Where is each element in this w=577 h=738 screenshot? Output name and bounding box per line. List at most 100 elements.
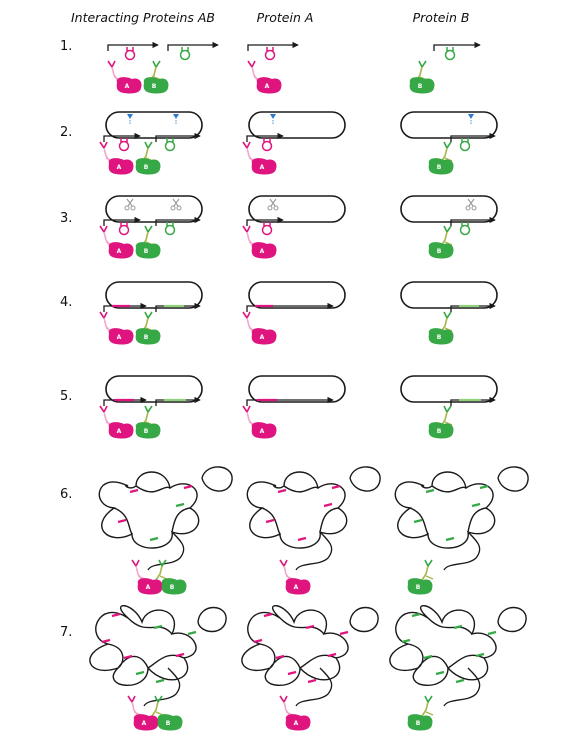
step-number-6: 6.	[60, 487, 72, 502]
protein-a-label: A	[125, 83, 130, 90]
nick-marker-icon	[173, 114, 179, 119]
protein-b-blob	[428, 158, 454, 175]
antibody-b-branch	[444, 157, 453, 162]
protein-b-blob	[135, 158, 161, 175]
protein-a-label: A	[117, 428, 122, 435]
antibody-b-stem	[421, 565, 429, 581]
hairpin-stem	[263, 222, 271, 226]
antibody-a-arms	[131, 559, 140, 568]
protein-a-label: A	[260, 428, 265, 435]
hairpin-loop	[459, 224, 471, 236]
hairpin-loop	[124, 49, 136, 61]
protein-b-label: B	[437, 428, 442, 435]
scissors-handle-icon	[170, 205, 176, 211]
product-mark	[101, 638, 111, 644]
protein-b-label: B	[144, 334, 149, 341]
antibody-b-arms	[443, 311, 452, 320]
dna-strand	[155, 132, 201, 142]
protein-a-label: A	[117, 248, 122, 255]
product-mark	[277, 488, 287, 494]
antibody-a-arms	[99, 141, 108, 150]
rolling-circle-product	[241, 604, 379, 687]
protein-a-blob	[108, 158, 134, 175]
row-nick-b: B	[400, 111, 498, 175]
product-mark	[111, 612, 121, 618]
protein-a-blob	[116, 77, 142, 94]
product-mark	[297, 536, 307, 542]
row-cut-b: B	[400, 195, 498, 259]
circular-template	[248, 111, 346, 139]
dna-strand	[103, 216, 141, 226]
antibody-a-arms	[242, 311, 251, 320]
protein-a-label: A	[146, 584, 151, 591]
product-mark	[471, 502, 481, 508]
antibody-b-arms	[424, 559, 433, 568]
product-mark	[401, 638, 411, 644]
row1-protein-a: A	[247, 41, 299, 94]
row-cut-a: A	[242, 195, 346, 259]
antibody-b-branch	[425, 711, 434, 716]
protein-b-blob	[407, 714, 433, 731]
antibody-a-stem	[246, 147, 254, 163]
product-mark	[487, 630, 497, 636]
protein-b-label: B	[144, 428, 149, 435]
protein-a-blob	[285, 714, 311, 731]
circular-template	[400, 281, 498, 309]
antibody-b-arms	[443, 225, 452, 234]
protein-a-label: A	[260, 334, 265, 341]
scissors-handle-icon	[267, 205, 273, 211]
protein-b-blob	[409, 77, 435, 94]
product-mark	[287, 670, 297, 676]
scissors-icon	[126, 198, 134, 207]
antibody-a-stem	[246, 411, 254, 427]
dna-strand	[246, 302, 334, 312]
circular-template	[105, 195, 203, 223]
scissors-icon	[467, 198, 475, 207]
row1-protein-b: B	[409, 41, 481, 94]
protein-b-blob	[135, 422, 161, 439]
protein-b-label: B	[437, 334, 442, 341]
product-mark	[135, 670, 145, 676]
hairpin-stem	[120, 222, 128, 226]
protein-b-label: B	[437, 164, 442, 171]
antibody-b-stem	[421, 701, 429, 717]
scissors-handle-icon	[124, 205, 130, 211]
product-mark	[425, 488, 435, 494]
product-mark	[411, 612, 421, 618]
antibody-a-stem	[251, 66, 259, 82]
product-mark	[339, 630, 349, 636]
dna-strand	[155, 216, 201, 226]
step-number-4: 4.	[60, 295, 72, 310]
protein-b-blob	[428, 242, 454, 259]
protein-a-label: A	[294, 720, 299, 727]
circular-template	[248, 281, 346, 309]
hairpin-loop	[444, 49, 456, 61]
hairpin-stem	[166, 138, 174, 142]
circular-template	[248, 375, 346, 403]
protein-a-label: A	[294, 584, 299, 591]
protein-b-label: B	[144, 164, 149, 171]
antibody-a-arms	[242, 225, 251, 234]
protein-b-label: B	[416, 584, 421, 591]
header-protein-b: Protein B	[413, 10, 470, 25]
circular-template	[105, 111, 203, 139]
protein-a-blob	[251, 242, 277, 259]
product-mark	[305, 624, 315, 630]
hairpin-loop	[261, 224, 273, 236]
antibody-a-stem	[103, 317, 111, 333]
protein-b-label: B	[166, 720, 171, 727]
product-mark	[155, 678, 165, 684]
hairpin-loop	[179, 49, 191, 61]
product-mark	[153, 624, 163, 630]
product-mark	[423, 654, 433, 660]
protein-a-blob	[108, 422, 134, 439]
protein-b-blob	[157, 714, 183, 731]
dna-strand	[450, 132, 496, 142]
antibody-a-arms	[107, 60, 116, 69]
antibody-a-arms	[99, 311, 108, 320]
antibody-b-branch	[444, 421, 453, 426]
antibody-a-stem	[131, 701, 139, 717]
scissors-handle-icon	[273, 205, 279, 211]
